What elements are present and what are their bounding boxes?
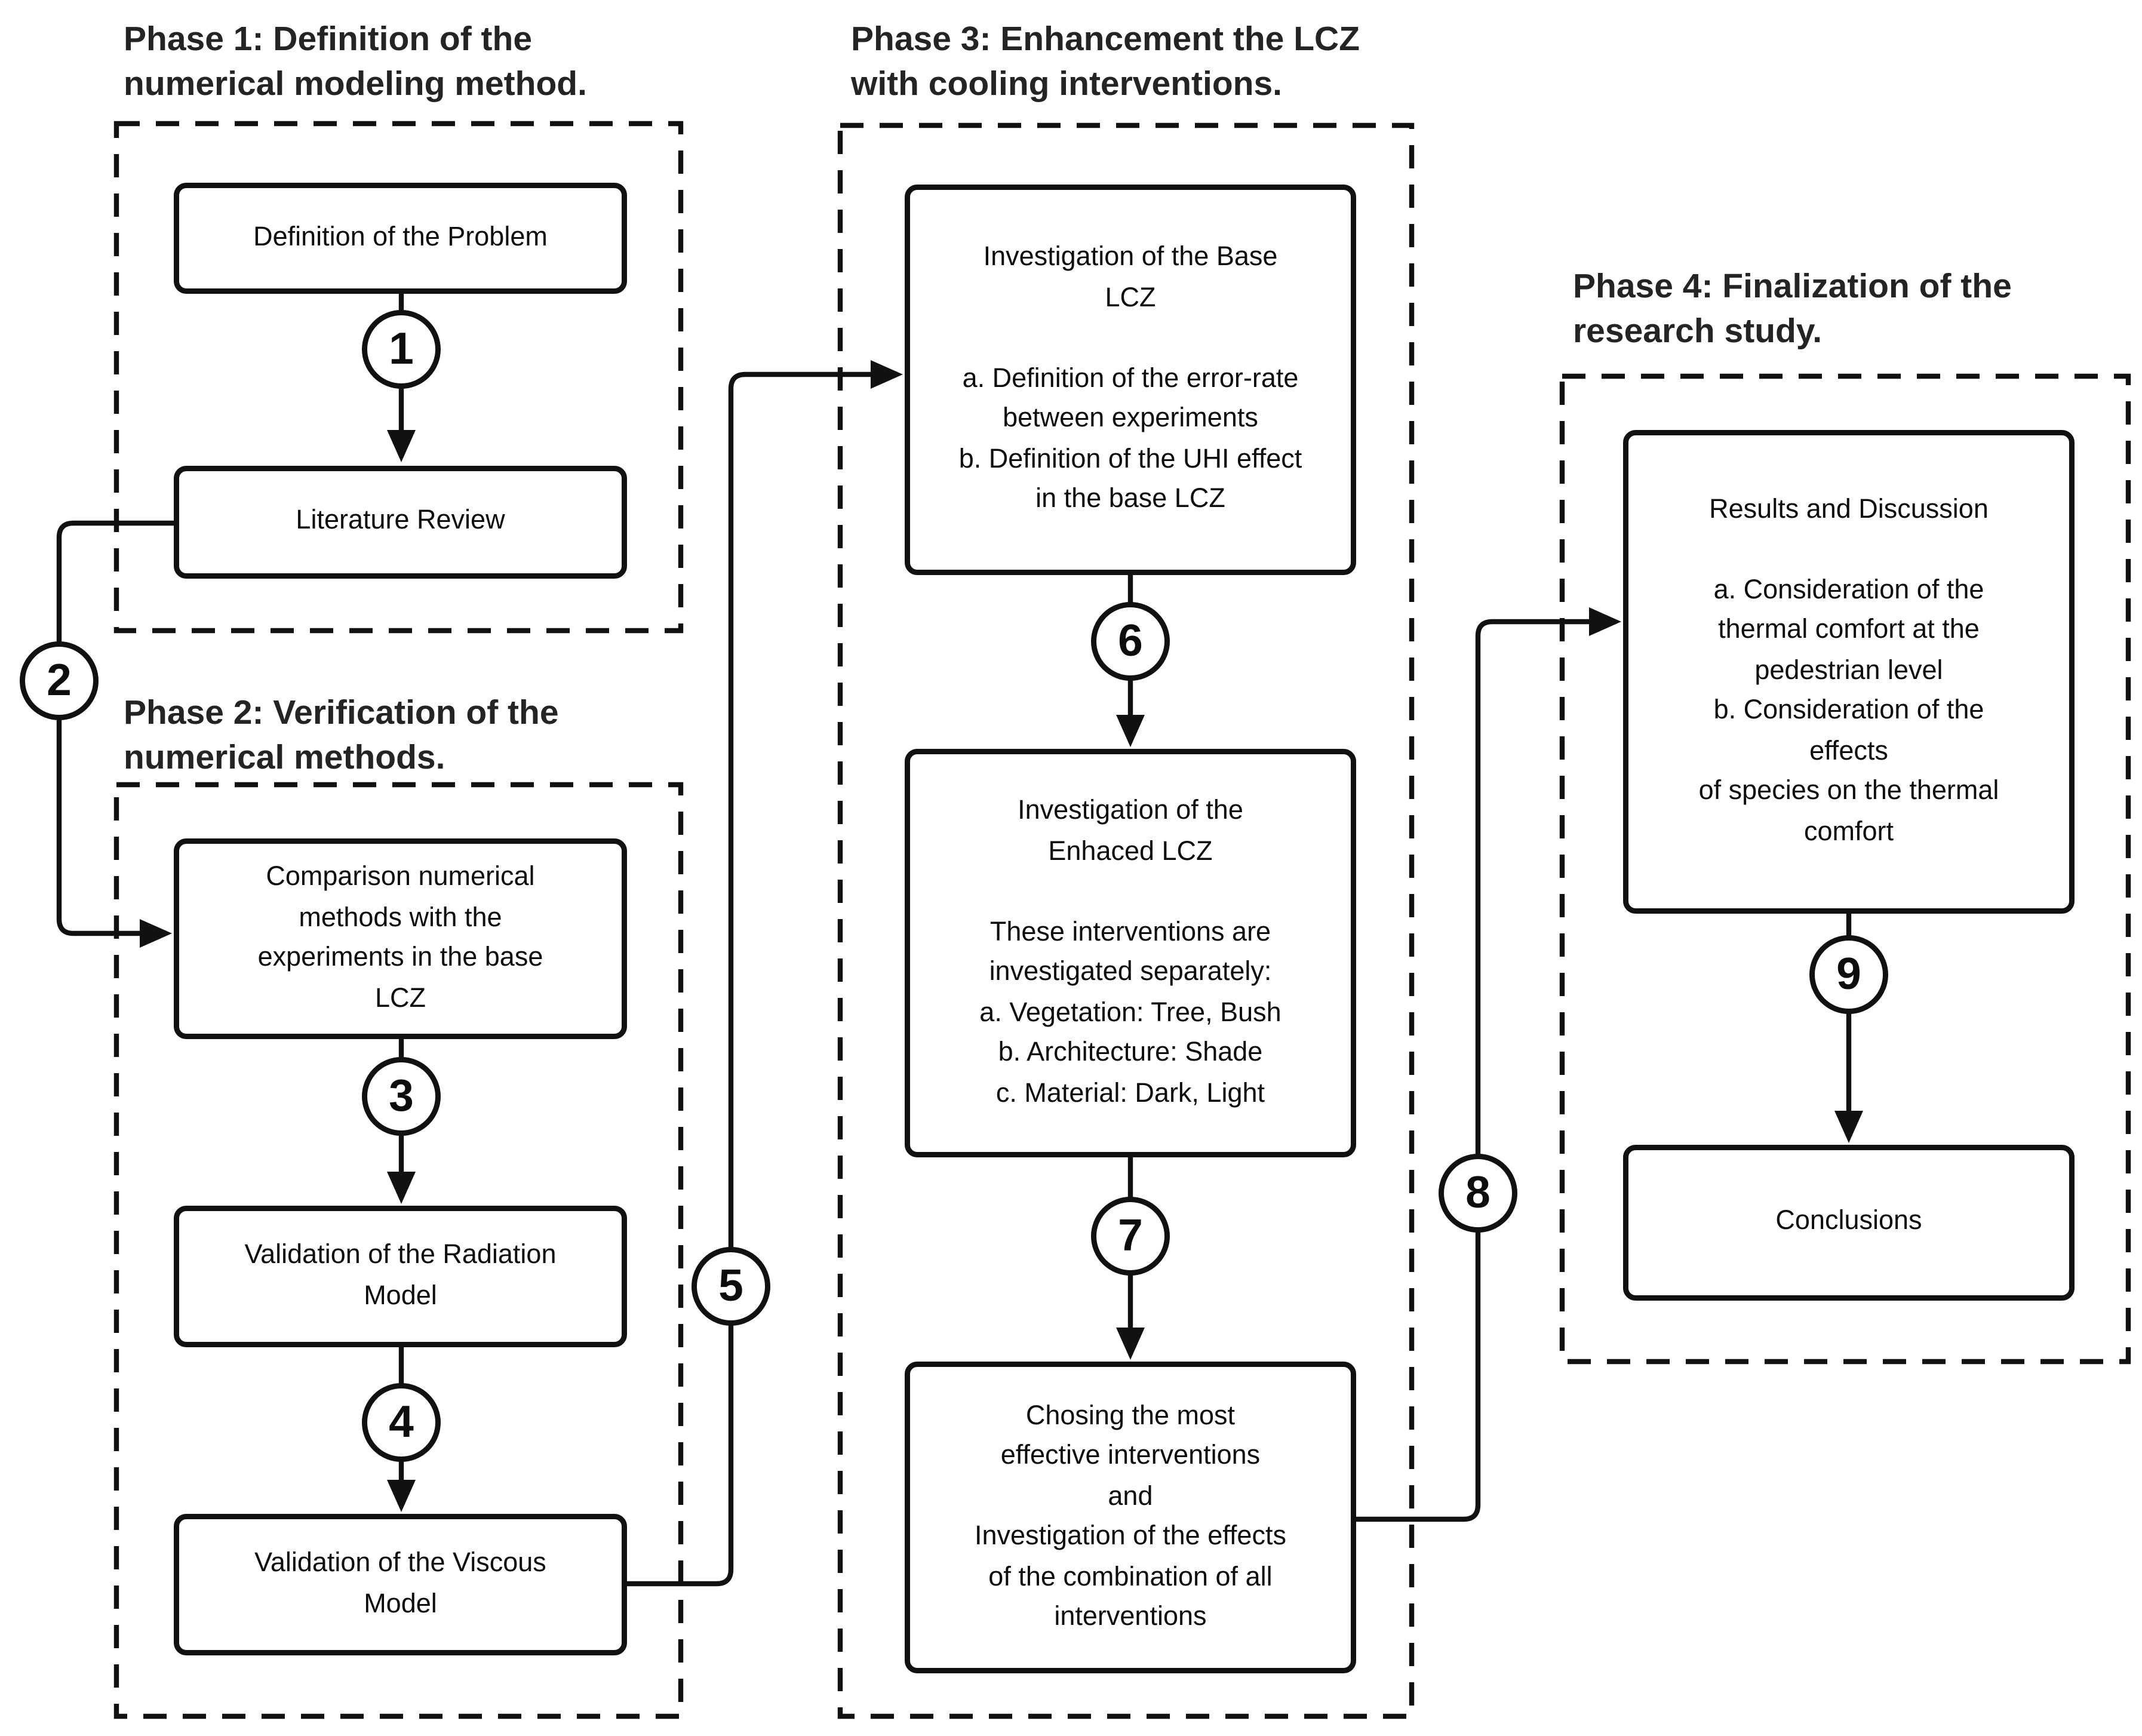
connector-2-literature-to-comparison: [56, 520, 174, 948]
node-investigation-base-lcz: Investigation of the Base LCZ a. Definit…: [905, 185, 1356, 575]
node-label: Validation of the Radiation Model: [244, 1240, 557, 1311]
node-conclusions: Conclusions: [1623, 1145, 2075, 1301]
connector-5-viscous-to-base-lcz: [627, 360, 903, 1587]
node-definition-of-the-problem: Definition of the Problem: [174, 183, 627, 294]
phase-3-boundary: [837, 122, 1415, 1719]
connector-8-chosing-to-results: [1356, 607, 1621, 1522]
node-label: Literature Review: [296, 505, 505, 536]
step-number: 9: [1836, 948, 1861, 999]
node-label: Definition of the Problem: [253, 222, 548, 253]
node-literature-review: Literature Review: [174, 466, 627, 579]
node-chosing-most-effective-interventions: Chosing the most effective interventions…: [905, 1362, 1356, 1673]
step-number: 2: [47, 655, 72, 705]
phase-4-boundary: [1559, 373, 2131, 1365]
step-circle-2: 2: [20, 641, 99, 720]
node-investigation-enhanced-lcz: Investigation of the Enhaced LCZ These i…: [905, 749, 1356, 1157]
node-label: Comparison numerical methods with the ex…: [257, 862, 543, 1013]
step-circle-8: 8: [1439, 1154, 1517, 1233]
node-comparison-numerical-methods: Comparison numerical methods with the ex…: [174, 838, 627, 1039]
step-number: 3: [389, 1070, 414, 1121]
node-label: Chosing the most effective interventions…: [974, 1400, 1286, 1633]
phase-1-boundary: [113, 121, 684, 634]
step-number: 5: [718, 1260, 743, 1311]
node-label: Validation of the Viscous Model: [254, 1548, 546, 1619]
step-circle-4: 4: [362, 1383, 441, 1462]
step-circle-3: 3: [362, 1057, 441, 1136]
node-label: Investigation of the Enhaced LCZ These i…: [979, 795, 1281, 1108]
phase-2-boundary: [113, 782, 684, 1719]
step-number: 6: [1118, 615, 1143, 666]
step-number: 8: [1465, 1167, 1491, 1218]
node-validation-viscous-model: Validation of the Viscous Model: [174, 1514, 627, 1655]
phase-3-title: Phase 3: Enhancement the LCZ with coolin…: [851, 21, 1360, 105]
step-circle-7: 7: [1091, 1197, 1170, 1276]
phase-1-title: Phase 1: Definition of the numerical mod…: [124, 21, 587, 105]
step-number: 4: [389, 1396, 414, 1447]
node-label: Results and Discussion a. Consideration …: [1698, 494, 1999, 847]
node-label: Conclusions: [1775, 1206, 1922, 1237]
step-number: 7: [1118, 1210, 1143, 1261]
node-results-and-discussion: Results and Discussion a. Consideration …: [1623, 430, 2075, 914]
node-label: Investigation of the Base LCZ a. Definit…: [958, 242, 1302, 515]
phase-2-title: Phase 2: Verification of the numerical m…: [124, 695, 559, 778]
step-circle-9: 9: [1809, 935, 1888, 1014]
phase-4-title: Phase 4: Finalization of the research st…: [1573, 269, 2012, 352]
step-number: 1: [389, 323, 414, 374]
step-circle-5: 5: [692, 1247, 770, 1326]
node-validation-radiation-model: Validation of the Radiation Model: [174, 1206, 627, 1347]
step-circle-6: 6: [1091, 602, 1170, 681]
step-circle-1: 1: [362, 310, 441, 389]
